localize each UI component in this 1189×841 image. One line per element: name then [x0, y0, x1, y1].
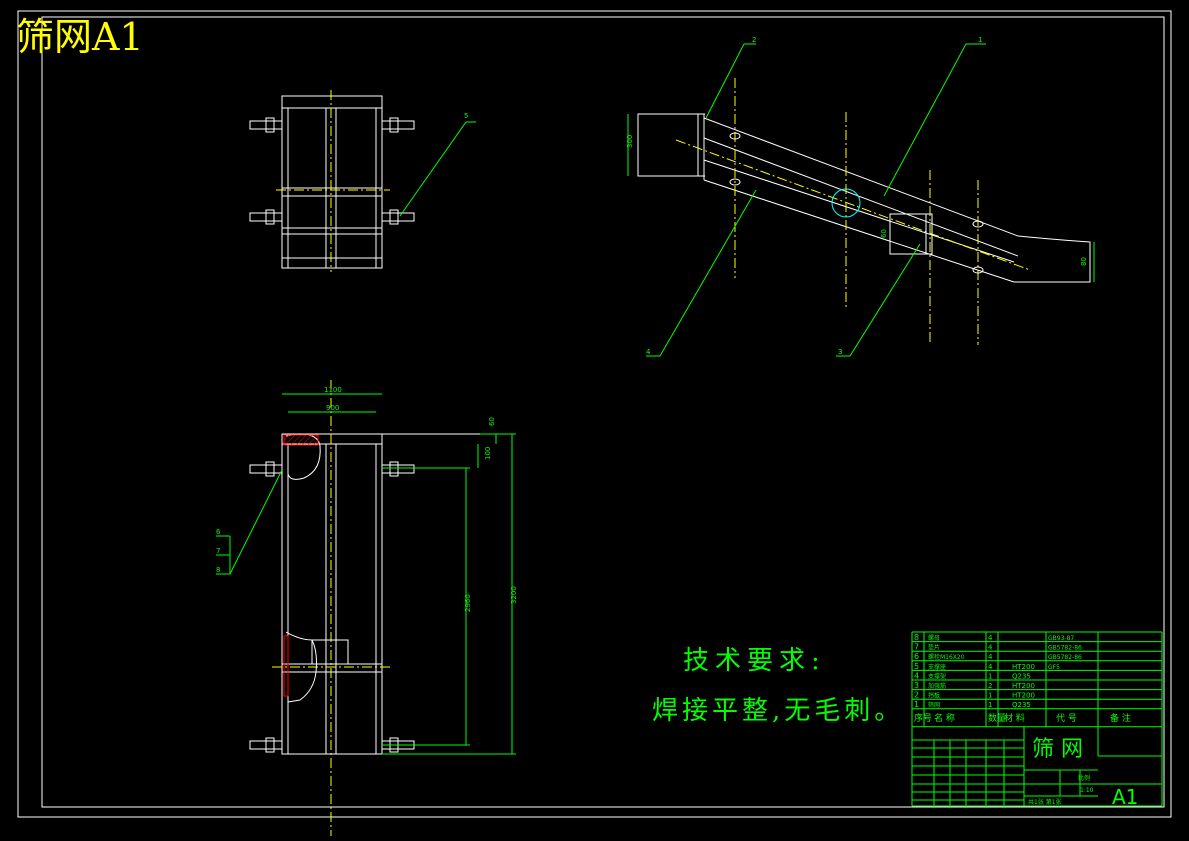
dim-300: 300	[626, 135, 634, 148]
outer-border	[17, 10, 1172, 818]
tech-requirements-title: 技术要求:	[683, 646, 826, 676]
part-name: 筛网	[928, 701, 940, 709]
part-name: 支撑架	[928, 672, 946, 680]
part-qty: 2	[988, 682, 992, 690]
dim-2960: 2960	[464, 594, 472, 612]
top-view: 5	[249, 90, 476, 272]
part-no: 1	[914, 700, 919, 709]
part-no: 3	[914, 681, 919, 690]
part-material: HT200	[1012, 692, 1035, 700]
table-header: 名 称	[934, 712, 955, 724]
callout-3: 3	[838, 348, 842, 356]
front-view: 1100 900 60 100 2960 3200 6 7 8	[216, 380, 518, 836]
part-name: 挡板	[928, 692, 940, 700]
part-qty: 4	[988, 663, 993, 671]
table-header: 备 注	[1110, 712, 1131, 724]
callout-5: 5	[464, 112, 468, 120]
callout-2: 2	[752, 36, 756, 44]
part-qty: 1	[988, 672, 992, 680]
part-name: 加强筋	[928, 682, 946, 690]
part-no: 6	[914, 652, 919, 661]
part-qty: 1	[988, 701, 992, 709]
callout-1: 1	[978, 36, 982, 44]
table-header: 数量	[988, 712, 1006, 724]
part-name: 支撑座	[928, 663, 946, 671]
sheet-count: 共1张 第1张	[1028, 798, 1062, 806]
drawing-name: 筛 网	[1032, 737, 1083, 762]
dim-900: 900	[326, 404, 339, 412]
dim-60-front: 60	[488, 417, 496, 426]
part-code: GB5782-86	[1048, 645, 1082, 652]
dim-100: 100	[484, 447, 492, 460]
part-code: GB93-87	[1048, 635, 1074, 642]
part-name: 垫片	[928, 644, 940, 652]
part-no: 8	[914, 633, 919, 642]
part-name: 螺母	[928, 634, 940, 642]
part-name: 螺栓M16X20	[928, 653, 965, 661]
callout-7: 7	[216, 547, 220, 555]
table-header: 序号	[914, 712, 932, 724]
dim-3200: 3200	[510, 586, 518, 604]
callout-4: 4	[646, 348, 651, 356]
part-qty: 4	[988, 634, 993, 642]
part-no: 5	[914, 662, 919, 671]
part-material: HT200	[1012, 682, 1035, 690]
dim-1100: 1100	[324, 386, 342, 394]
part-code: GB5782-86	[1048, 654, 1082, 661]
part-code: GF5	[1048, 664, 1060, 671]
part-qty: 1	[988, 692, 992, 700]
tech-requirements-body: 焊接平整,无毛刺。	[652, 696, 905, 726]
callout-6: 6	[216, 528, 221, 536]
part-qty: 4	[988, 644, 993, 652]
callout-8: 8	[216, 566, 220, 574]
scale-value: 1:10	[1080, 787, 1094, 794]
part-no: 7	[914, 643, 919, 652]
part-no: 2	[914, 691, 919, 700]
table-header: 代 号	[1056, 713, 1077, 724]
part-qty: 4	[988, 653, 993, 661]
dim-60: 60	[880, 229, 888, 238]
inner-border	[41, 16, 1165, 808]
part-no: 4	[914, 671, 919, 680]
page-title: 筛网A1	[16, 15, 144, 59]
part-material: Q235	[1012, 701, 1031, 709]
scale-label: 比例	[1078, 774, 1090, 782]
table-header: 材 料	[1004, 712, 1025, 724]
dim-80: 80	[1080, 257, 1088, 266]
sheet-size: A1	[1112, 785, 1138, 809]
part-material: Q235	[1012, 672, 1031, 680]
side-view: 300 80 60 2 1 3 4	[626, 36, 1095, 357]
part-material: HT200	[1012, 663, 1035, 671]
